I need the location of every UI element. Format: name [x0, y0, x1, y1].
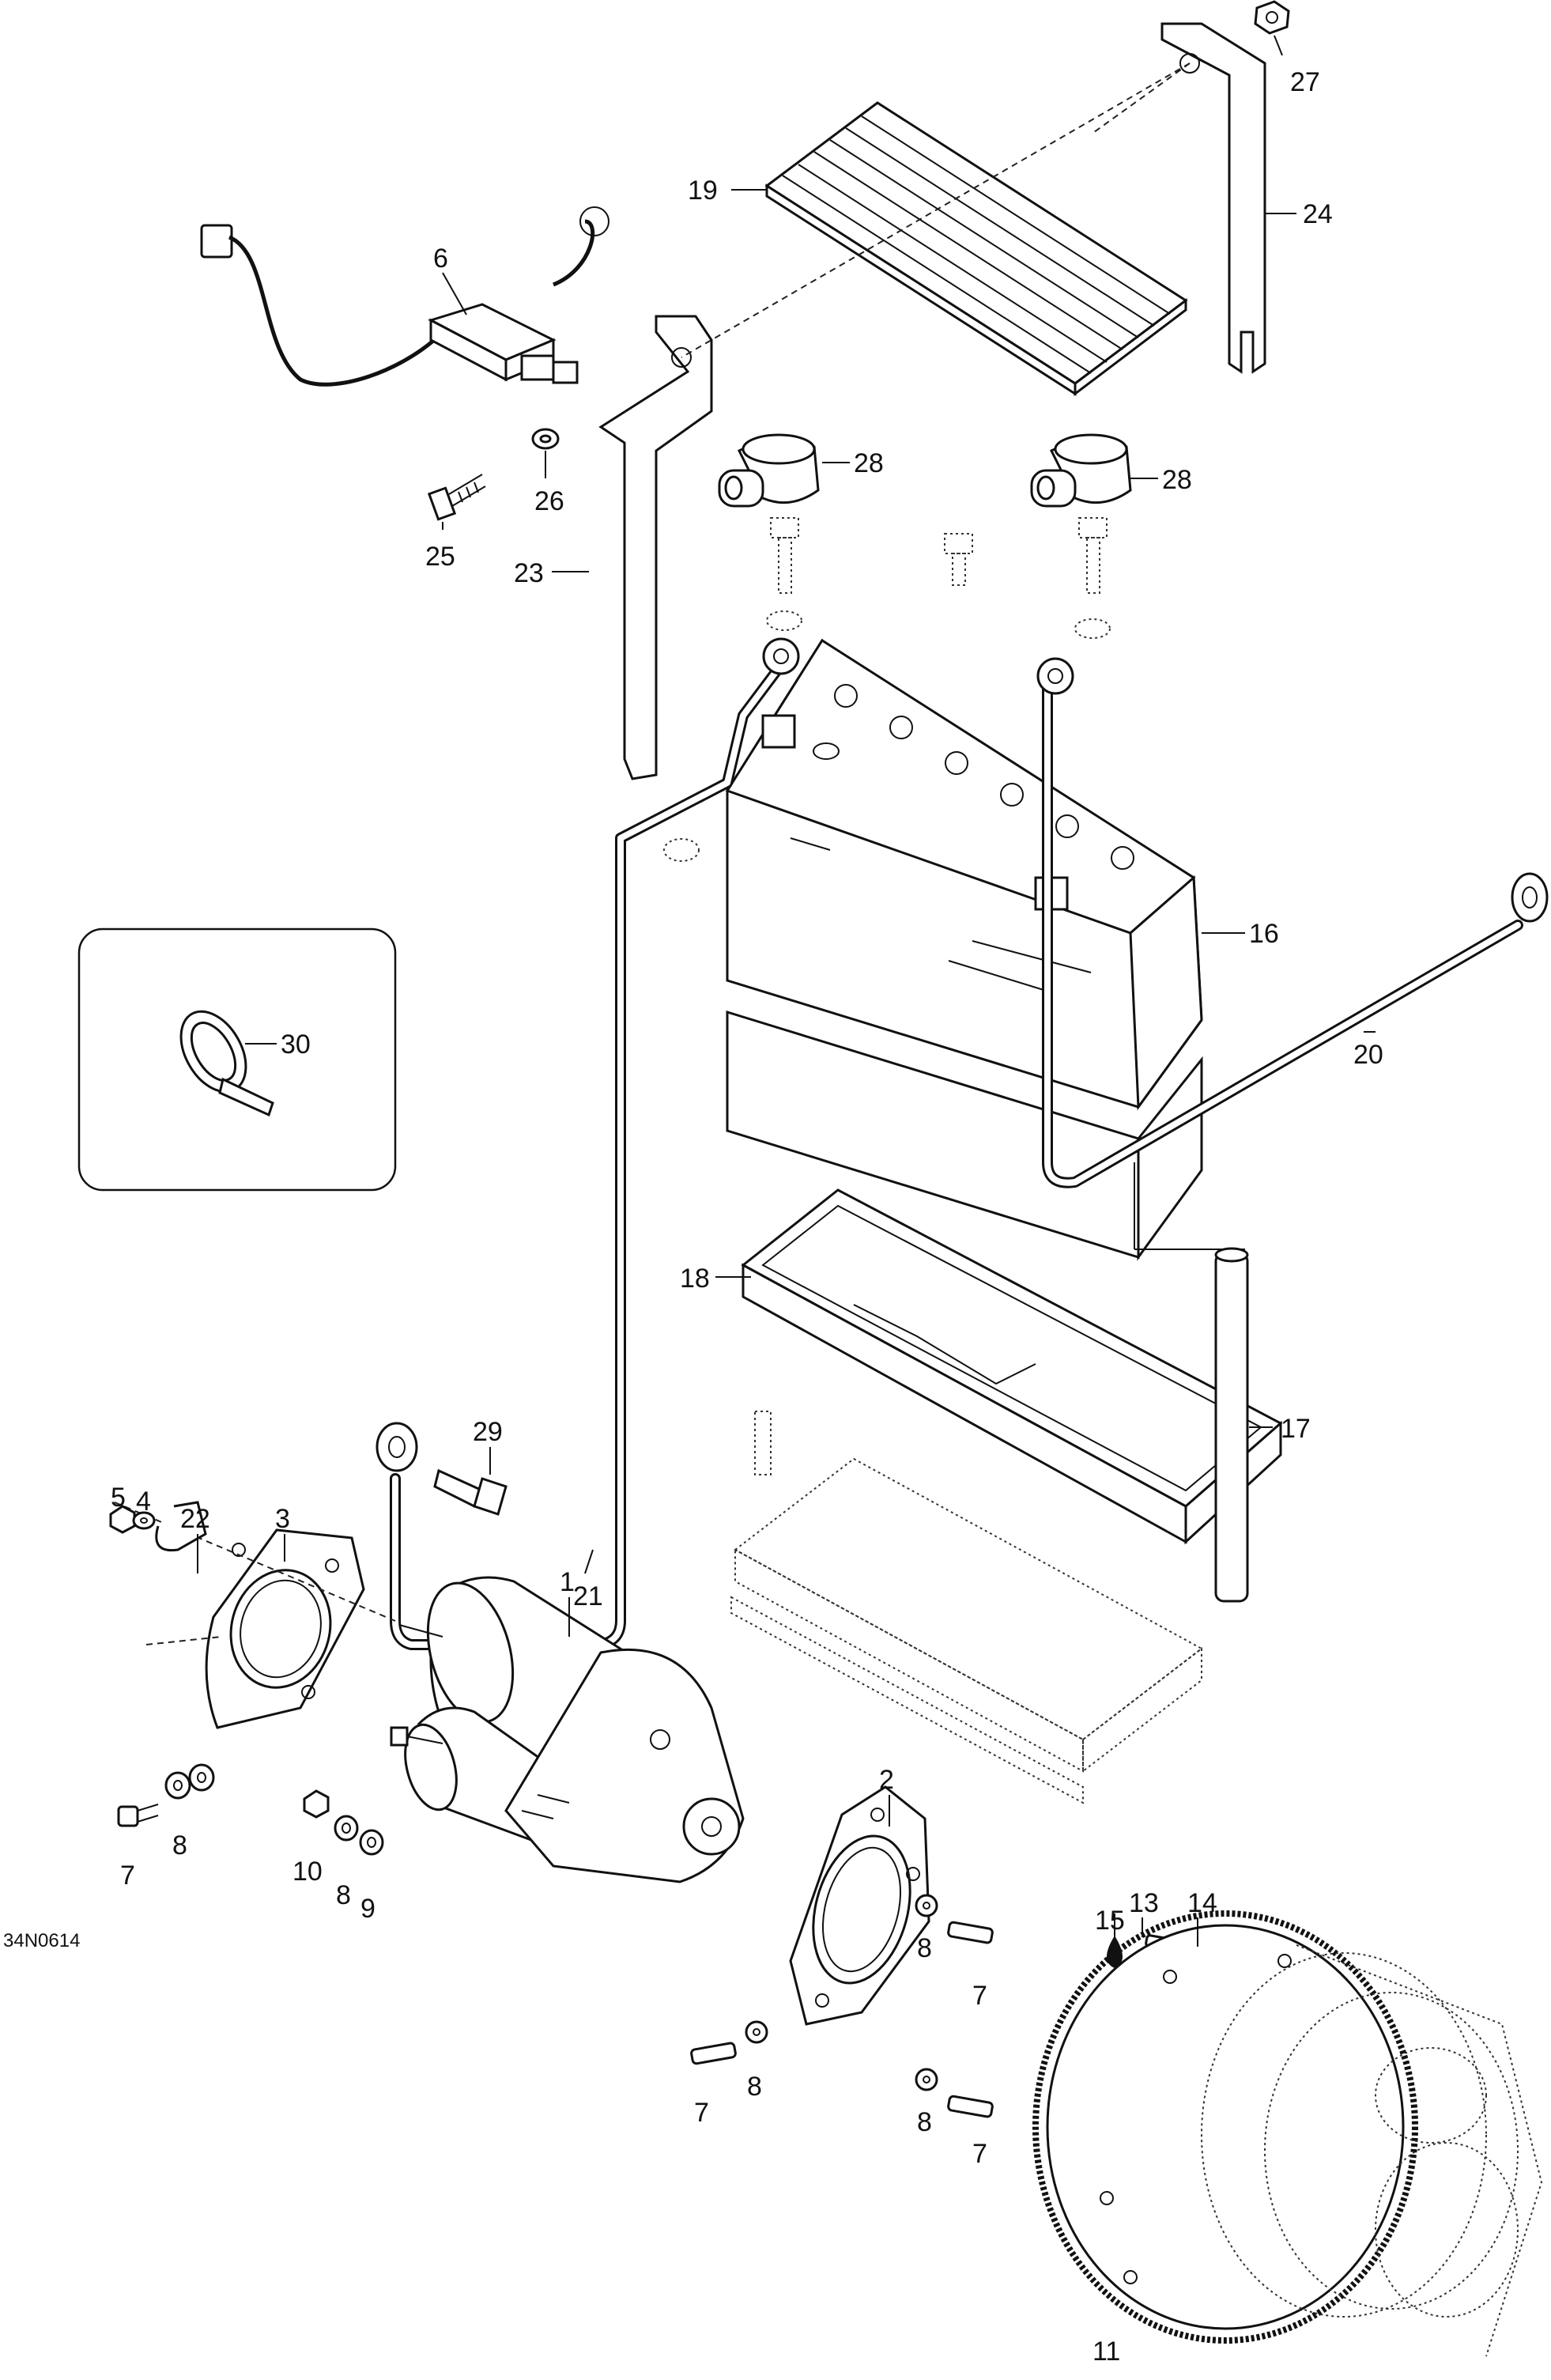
callouts: 19 24 27 6 26 25 23 28 28 16 20 18 17 30…	[3, 67, 1383, 2367]
callout-28-left: 28	[854, 448, 884, 478]
washer-26	[531, 428, 560, 450]
callout-2: 2	[879, 1765, 894, 1795]
callout-4: 4	[136, 1487, 151, 1517]
tray-mount-ghost	[730, 1411, 1203, 1804]
callout-29: 29	[473, 1417, 503, 1447]
callout-7-lower: 7	[694, 2098, 709, 2128]
callout-10: 10	[292, 1857, 323, 1887]
callout-27: 27	[1290, 67, 1320, 97]
cable-20	[1036, 657, 1549, 1188]
nut-27	[1254, 0, 1290, 35]
bolt-29	[433, 1468, 508, 1516]
callout-1: 1	[560, 1567, 575, 1597]
mounting-plate-2	[789, 1785, 930, 2026]
bolt-25	[427, 474, 486, 521]
callout-11: 11	[1092, 2337, 1120, 2367]
fuse-holder-harness	[200, 206, 609, 387]
callout-24: 24	[1303, 199, 1333, 229]
terminal-bolts	[766, 517, 1111, 639]
callout-7-left: 7	[120, 1861, 135, 1891]
callout-22: 22	[180, 1504, 210, 1534]
callout-8-right-bottom: 8	[917, 2107, 932, 2137]
battery-tray	[741, 1188, 1283, 1545]
hardware	[109, 1501, 1213, 2118]
cable-tie-inset	[77, 927, 397, 1192]
mounting-plate-3	[205, 1528, 365, 1729]
callout-23: 23	[514, 558, 544, 588]
starter-motor	[390, 1576, 745, 1883]
battery-bracket-left	[598, 315, 713, 780]
callout-21: 21	[573, 1581, 603, 1611]
callout-8-left: 8	[172, 1830, 187, 1861]
callout-14: 14	[1187, 1888, 1217, 1918]
callout-16: 16	[1249, 919, 1279, 949]
callout-15: 15	[1095, 1906, 1125, 1936]
callout-19: 19	[688, 176, 718, 206]
callout-9: 9	[360, 1894, 375, 1924]
callout-8-right-top: 8	[917, 1933, 932, 1963]
callout-18: 18	[680, 1264, 710, 1294]
alignment-line	[681, 62, 1191, 358]
callout-26: 26	[534, 486, 564, 516]
battery-holddown-pad	[764, 101, 1188, 397]
vent-tube	[1134, 1162, 1249, 1603]
drawing-code: 34N0614	[3, 1930, 80, 1951]
callout-20: 20	[1353, 1040, 1383, 1070]
battery	[725, 638, 1203, 1261]
callout-6: 6	[433, 244, 448, 274]
callout-25: 25	[425, 542, 455, 572]
callout-17: 17	[1281, 1414, 1311, 1444]
terminal-cap-right	[1030, 433, 1132, 508]
leader-lines	[197, 35, 1376, 1947]
callout-7-right-top: 7	[972, 1981, 987, 2011]
callout-7-right-bottom: 7	[972, 2139, 987, 2169]
terminal-cap-left	[718, 433, 820, 508]
ring-gear-flywheel	[1032, 1910, 1543, 2357]
callout-13: 13	[1129, 1888, 1159, 1918]
battery-bracket-right	[1160, 22, 1266, 374]
callout-5: 5	[111, 1483, 126, 1513]
callout-8-lower: 8	[747, 2072, 762, 2102]
alignment-line	[145, 1636, 222, 1645]
alignment-line	[1090, 62, 1191, 135]
callout-3: 3	[275, 1504, 290, 1534]
callout-8-mid: 8	[336, 1880, 351, 1910]
callout-28-right: 28	[1162, 465, 1192, 495]
callout-30: 30	[281, 1029, 311, 1060]
